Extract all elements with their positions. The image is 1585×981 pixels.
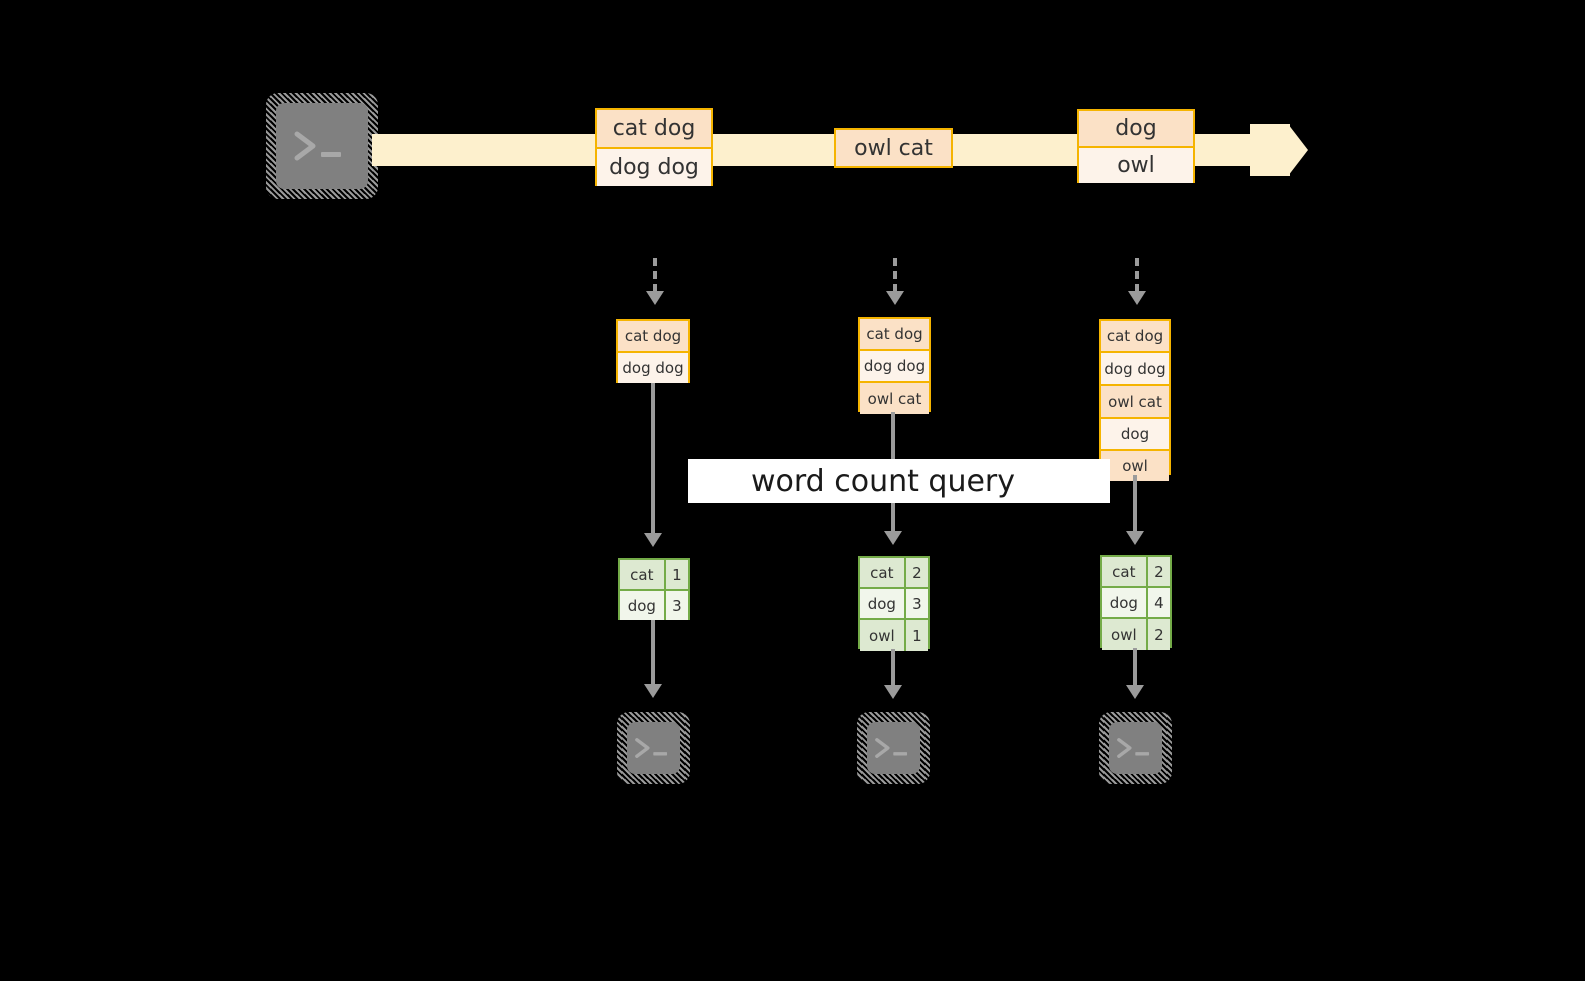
- query-connector-arrowhead: [1126, 531, 1144, 545]
- snapshot-input-line: cat dog: [618, 321, 688, 353]
- result-table[interactable]: cat 2 dog 3 owl 1: [858, 556, 930, 651]
- result-count: 3: [905, 589, 928, 618]
- result-table[interactable]: cat 2 dog 4 owl 2: [1100, 555, 1172, 650]
- result-row: dog 3: [860, 589, 928, 620]
- query-label: word count query: [688, 459, 1110, 503]
- terminal-screen: [276, 103, 368, 189]
- result-row: owl 2: [1102, 619, 1170, 650]
- snapshot-input-line: owl: [1101, 451, 1169, 481]
- stream-event-line: owl cat: [836, 130, 951, 166]
- terminal-screen: [1109, 722, 1162, 774]
- result-word: cat: [620, 560, 666, 589]
- result-word: cat: [860, 558, 906, 587]
- result-row: dog 3: [620, 591, 688, 620]
- snapshot-input-line: dog dog: [618, 353, 688, 383]
- result-word: owl: [1102, 619, 1148, 650]
- stream-event-box[interactable]: dog owl: [1077, 109, 1195, 183]
- terminal-screen: [867, 722, 920, 774]
- result-word: dog: [860, 589, 906, 618]
- terminal-prompt-glyph: [294, 131, 341, 161]
- result-count: 4: [1147, 588, 1170, 617]
- sink-connector-line: [651, 620, 655, 686]
- snapshot-trigger-arrowhead: [886, 291, 904, 305]
- sink-connector-arrowhead: [644, 684, 662, 698]
- query-connector-line: [651, 383, 655, 535]
- snapshot-input-line: cat dog: [1101, 321, 1169, 353]
- query-connector-arrowhead: [884, 531, 902, 545]
- sink-connector-arrowhead: [1126, 685, 1144, 699]
- result-word: cat: [1102, 557, 1148, 586]
- stream-event-line: cat dog: [597, 110, 711, 149]
- query-connector-arrowhead: [644, 533, 662, 547]
- snapshot-input-box[interactable]: cat dog dog dog: [616, 319, 690, 383]
- result-count: 2: [905, 558, 928, 587]
- result-count: 1: [665, 560, 688, 589]
- result-word: owl: [860, 620, 906, 651]
- terminal-prompt-glyph: [634, 738, 667, 758]
- result-word: dog: [1102, 588, 1148, 617]
- snapshot-input-box[interactable]: cat dog dog dog owl cat dog owl: [1099, 319, 1171, 481]
- stream-event-box[interactable]: cat dog dog dog: [595, 108, 713, 186]
- source-terminal-icon: [266, 93, 378, 199]
- snapshot-input-line: owl cat: [860, 383, 929, 414]
- result-count: 2: [1147, 557, 1170, 586]
- result-row: dog 4: [1102, 588, 1170, 619]
- snapshot-input-line: dog: [1101, 419, 1169, 451]
- sink-terminal-icon: [617, 712, 690, 784]
- result-count: 3: [665, 591, 688, 620]
- sink-connector-arrowhead: [884, 685, 902, 699]
- snapshot-input-line: cat dog: [860, 319, 929, 351]
- query-label-text: word count query: [750, 463, 1016, 499]
- result-count: 1: [905, 620, 928, 651]
- result-row: owl 1: [860, 620, 928, 651]
- snapshot-trigger-line: [653, 258, 657, 292]
- stream-event-line: dog dog: [597, 149, 711, 186]
- snapshot-trigger-line: [1135, 258, 1139, 292]
- snapshot-input-box[interactable]: cat dog dog dog owl cat: [858, 317, 931, 414]
- result-row: cat 2: [1102, 557, 1170, 588]
- query-connector-line: [1133, 475, 1137, 533]
- sink-connector-line: [891, 649, 895, 687]
- terminal-screen: [627, 722, 680, 774]
- snapshot-trigger-arrowhead: [1128, 291, 1146, 305]
- stream-event-box[interactable]: owl cat: [834, 128, 953, 168]
- snapshot-input-line: dog dog: [1101, 353, 1169, 386]
- terminal-prompt-glyph: [874, 738, 907, 758]
- snapshot-input-line: dog dog: [860, 351, 929, 383]
- result-word: dog: [620, 591, 666, 620]
- sink-terminal-icon: [857, 712, 930, 784]
- snapshot-input-line: owl cat: [1101, 386, 1169, 419]
- sink-connector-line: [1133, 648, 1137, 687]
- result-table[interactable]: cat 1 dog 3: [618, 558, 690, 620]
- result-row: cat 1: [620, 560, 688, 591]
- result-count: 2: [1147, 619, 1170, 650]
- snapshot-trigger-line: [893, 258, 897, 292]
- arrow-right-icon: [1288, 124, 1308, 176]
- terminal-prompt-glyph: [1116, 738, 1149, 758]
- sink-terminal-icon: [1099, 712, 1172, 784]
- stream-event-line: dog: [1079, 111, 1193, 148]
- result-row: cat 2: [860, 558, 928, 589]
- stream-event-line: owl: [1079, 148, 1193, 183]
- snapshot-trigger-arrowhead: [646, 291, 664, 305]
- stream-arrowhead-base: [1250, 124, 1290, 176]
